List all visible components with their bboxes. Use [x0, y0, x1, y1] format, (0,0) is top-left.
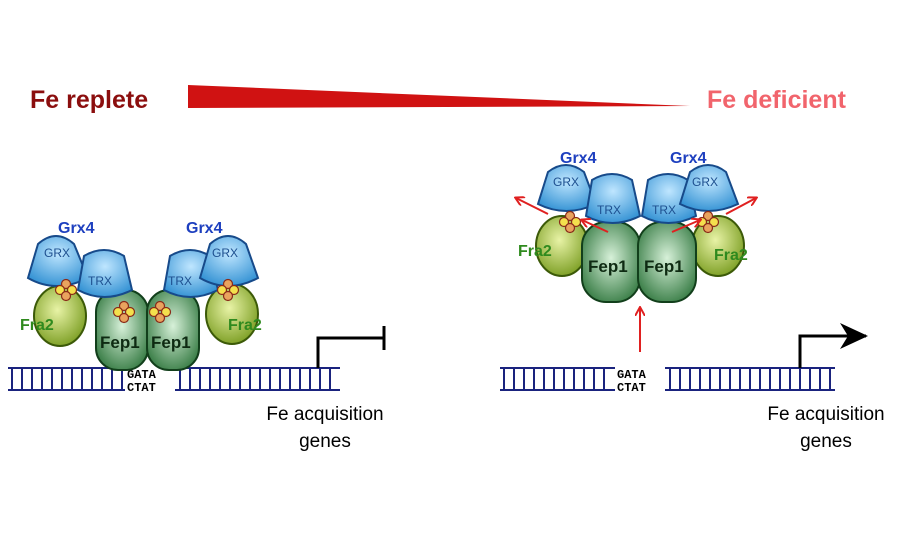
- right-arrow-in-left: [582, 220, 609, 233]
- left-fra2-label-a: Fra2: [20, 317, 54, 334]
- right-fep1-label-a: Fep1: [588, 257, 628, 276]
- left-grx-domain-b: [198, 235, 260, 287]
- fe-s-atom: [54, 284, 66, 296]
- fe-s-atom: [222, 278, 234, 290]
- fe-s-atom: [702, 210, 714, 222]
- right-grx-label-a: GRX: [553, 175, 579, 189]
- fe-s-atom: [148, 306, 160, 318]
- left-gene-label-line2: genes: [299, 431, 351, 452]
- left-grx4-label-b: Grx4: [186, 220, 223, 237]
- fe-s-atom: [558, 216, 570, 228]
- fe-s-atom: [216, 284, 228, 296]
- left-fra2-label-b: Fra2: [228, 317, 262, 334]
- fe-deficient-label: Fe deficient: [707, 86, 847, 114]
- fe-s-atom: [118, 300, 130, 312]
- fe-s-atom: [66, 284, 78, 296]
- left-gene-label-line1: Fe acquisition: [266, 404, 383, 425]
- right-grx4-label-b: Grx4: [670, 150, 707, 167]
- left-panel-repressed: GATA CTAT Fe acquisition genes Fra2 Fra2…: [8, 220, 386, 452]
- right-dna-gata: GATA: [617, 368, 647, 382]
- right-dna: [500, 367, 835, 391]
- iron-gradient-wedge: [188, 85, 690, 108]
- left-fe-s-cluster-a: [54, 278, 78, 302]
- right-arrow-out-left: [516, 198, 549, 215]
- right-fep1-label-b: Fep1: [644, 257, 684, 276]
- fe-s-atom: [154, 300, 166, 312]
- right-fe-s-cluster-a: [558, 210, 582, 234]
- right-grx-domain-b: [678, 164, 740, 212]
- fe-s-atom: [124, 306, 136, 318]
- right-trx-label-b: TRX: [652, 203, 676, 217]
- fe-s-atom: [564, 222, 576, 234]
- left-fe-s-cluster-d: [216, 278, 240, 302]
- left-grx-domain-a: [26, 235, 90, 287]
- right-arrow-in-right: [671, 220, 700, 233]
- left-dna-gata: GATA: [127, 368, 157, 382]
- right-trx-label-a: TRX: [597, 203, 621, 217]
- fe-s-atom: [564, 210, 576, 222]
- right-fra2-label-a: Fra2: [518, 243, 552, 260]
- fe-replete-label: Fe replete: [30, 86, 148, 114]
- fe-s-atom: [60, 278, 72, 290]
- left-grx-label-b: GRX: [212, 246, 238, 260]
- fe-s-atom: [160, 306, 172, 318]
- right-grx-label-b: GRX: [692, 175, 718, 189]
- fe-s-atom: [60, 290, 72, 302]
- fe-s-atom: [118, 312, 130, 324]
- left-fe-s-cluster-c: [148, 300, 172, 324]
- fe-s-atom: [228, 284, 240, 296]
- right-trx-domain-a: [584, 173, 642, 224]
- fe-s-atom: [112, 306, 124, 318]
- left-fep1-label-a: Fep1: [100, 333, 140, 352]
- right-trx-domain-b: [640, 173, 698, 224]
- left-trx-label-b: TRX: [168, 274, 192, 288]
- right-panel-active: GATA CTAT Fe acquisition genes Fra2 Fra2…: [500, 150, 885, 452]
- right-grx4-label-a: Grx4: [560, 150, 597, 167]
- left-grx4-label-a: Grx4: [58, 220, 95, 237]
- left-dna-ctat: CTAT: [127, 381, 156, 395]
- left-fep1-protein-b: [146, 289, 200, 371]
- fe-s-atom: [702, 222, 714, 234]
- left-promoter-repressed-icon: [316, 336, 384, 368]
- right-gene-label-line2: genes: [800, 431, 852, 452]
- fe-s-atom: [154, 312, 166, 324]
- left-fep1-label-b: Fep1: [151, 333, 191, 352]
- right-fra2-label-b: Fra2: [714, 247, 748, 264]
- left-grx-label-a: GRX: [44, 246, 70, 260]
- fe-s-atom: [222, 290, 234, 302]
- right-dna-ctat: CTAT: [617, 381, 646, 395]
- right-promoter-active-icon: [798, 323, 868, 368]
- left-fe-s-cluster-b: [112, 300, 136, 324]
- left-trx-domain-a: [76, 249, 134, 298]
- fe-s-atom: [708, 216, 720, 228]
- right-gene-label-line1: Fe acquisition: [767, 404, 884, 425]
- left-dna: [8, 367, 340, 391]
- right-arrow-out-right: [725, 198, 756, 215]
- left-trx-label-a: TRX: [88, 274, 112, 288]
